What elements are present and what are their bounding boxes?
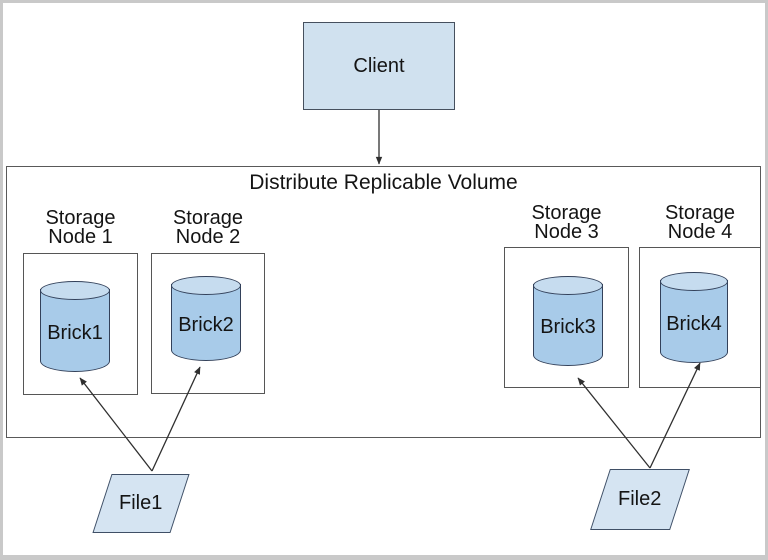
storage-node-1-label: Storage Node 1 (45, 207, 116, 248)
file2-label: File2 (618, 488, 662, 510)
cylinder-body: Brick1 (40, 289, 110, 372)
cylinder-top-ellipse (40, 281, 110, 300)
cylinder-body: Brick4 (660, 280, 728, 363)
brick4-label: Brick4 (666, 312, 722, 335)
brick2-label: Brick2 (178, 313, 234, 336)
brick3-label: Brick3 (540, 316, 596, 338)
storage-node-2-label: Storage Node 2 (172, 207, 244, 248)
brick2-cylinder-icon: Brick2 (171, 276, 241, 361)
cylinder-top-ellipse (171, 276, 241, 295)
volume-title: Distribute Replicable Volume (249, 171, 518, 194)
cylinder-top-ellipse (660, 272, 728, 291)
file2-parallelogram: File2 (590, 469, 690, 530)
brick1-cylinder-icon: Brick1 (40, 281, 110, 372)
file1-label: File1 (119, 492, 163, 514)
client-box: Client (303, 22, 455, 110)
storage-node-3-label: Storage Node 3 (531, 202, 602, 243)
brick4-cylinder-icon: Brick4 (660, 272, 728, 363)
brick3-cylinder-icon: Brick3 (533, 276, 603, 366)
file1-parallelogram: File1 (92, 474, 190, 533)
cylinder-body: Brick3 (533, 284, 603, 366)
storage-node-4-label: Storage Node 4 (664, 202, 736, 243)
cylinder-body: Brick2 (171, 284, 241, 361)
client-label: Client (353, 54, 405, 77)
brick1-label: Brick1 (47, 321, 103, 344)
cylinder-top-ellipse (533, 276, 603, 295)
